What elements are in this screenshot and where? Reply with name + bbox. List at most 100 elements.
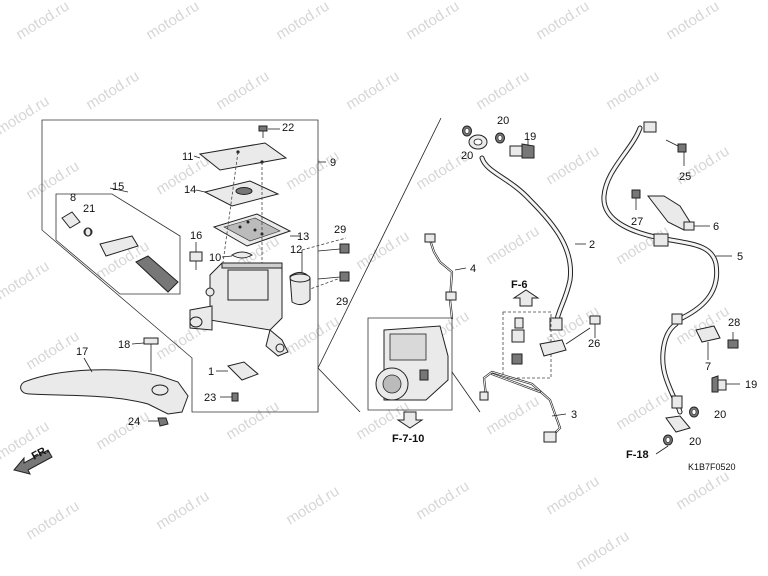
diaphragm-13 [212, 213, 300, 247]
callout-5: 5 [737, 251, 743, 263]
hose-fitting-12 [289, 250, 311, 306]
watermark: motod.ru [573, 528, 632, 574]
callout-7: 7 [705, 361, 711, 373]
watermark: motod.ru [93, 408, 152, 454]
callout-11: 11 [182, 151, 193, 163]
watermark: motod.ru [0, 258, 52, 304]
callout-13: 13 [297, 231, 309, 243]
callout-15: 15 [112, 181, 124, 193]
callout-1: 1 [208, 366, 214, 378]
washer-20-a [462, 125, 472, 137]
bolt-29-lower [317, 271, 350, 282]
callout-27: 27 [631, 216, 643, 228]
callout-20-c: 20 [714, 409, 726, 421]
callout-18: 18 [118, 339, 130, 351]
diaphragm-plate-14 [195, 180, 280, 207]
direction-label: FR. [30, 444, 51, 463]
watermark: motod.ru [483, 223, 542, 269]
callout-21: 21 [83, 203, 95, 215]
assembly-guide-lines [317, 117, 442, 413]
callout-23: 23 [204, 392, 216, 404]
watermark: motod.ru [283, 313, 342, 359]
reservoir-cap-11 [193, 142, 288, 171]
callout-10: 10 [209, 252, 221, 264]
watermark: motod.ru [543, 473, 602, 519]
watermark: motod.ru [273, 0, 332, 43]
watermark: motod.ru [413, 478, 472, 524]
watermark-layer: motod.ru motod.ru motod.ru motod.ru moto… [0, 0, 732, 573]
washer-20-d [663, 434, 673, 446]
clip-10 [221, 251, 253, 259]
callout-22: 22 [282, 122, 294, 134]
bolt-27 [631, 189, 641, 210]
watermark: motod.ru [153, 488, 212, 534]
ref-f710-label: F-7-10 [392, 433, 424, 445]
brake-hose-2 [468, 134, 586, 331]
ref-f6-label: F-6 [511, 279, 528, 291]
watermark: motod.ru [223, 398, 282, 444]
abs-modulator [367, 317, 481, 413]
master-cylinder-frame [41, 119, 326, 413]
ref-arrow-f18 [655, 445, 669, 455]
callout-17: 17 [76, 346, 88, 358]
callout-2: 2 [589, 239, 595, 251]
joint-7 [695, 325, 721, 360]
callout-16: 16 [190, 230, 202, 242]
brake-pipe-4 [424, 233, 467, 320]
callout-19-upper: 19 [524, 131, 536, 143]
watermark: motod.ru [13, 0, 72, 43]
callout-12: 12 [290, 244, 302, 256]
callout-20-b: 20 [497, 115, 509, 127]
watermark: motod.ru [543, 143, 602, 189]
callout-26: 26 [588, 338, 600, 350]
watermark: motod.ru [603, 68, 662, 114]
callout-6: 6 [713, 221, 719, 233]
callout-3: 3 [571, 409, 577, 421]
reference-labels: F-6 F-7-10 F-18 FR. K1B7F0520 [30, 279, 736, 472]
joint-box-f6 [502, 311, 591, 379]
callout-29-upper: 29 [334, 224, 346, 236]
master-cylinder-body [189, 262, 289, 357]
callout-4: 4 [470, 263, 476, 275]
bolt-29-upper [317, 243, 350, 254]
watermark: motod.ru [343, 68, 402, 114]
ref-arrow-f710 [396, 411, 424, 429]
watermark: motod.ru [613, 388, 672, 434]
bolt-25 [643, 121, 687, 166]
o-ring-21 [84, 227, 92, 237]
cap-screw-16 [189, 242, 203, 270]
pivot-bolt-18 [131, 337, 159, 372]
watermark: motod.ru [23, 328, 82, 374]
watermark: motod.ru [83, 68, 142, 114]
watermark: motod.ru [353, 228, 412, 274]
banjo-bolt-19-upper [509, 140, 535, 159]
callout-24: 24 [128, 416, 140, 428]
watermark: motod.ru [403, 0, 462, 43]
front-direction-arrow [13, 449, 53, 475]
callout-8: 8 [70, 192, 76, 204]
callout-19-lower: 19 [745, 379, 757, 391]
watermark: motod.ru [213, 68, 272, 114]
watermark: motod.ru [283, 483, 342, 529]
watermark: motod.ru [0, 93, 52, 139]
callout-20-d: 20 [689, 436, 701, 448]
watermark: motod.ru [473, 68, 532, 114]
brake-hose-5 [601, 125, 732, 433]
callout-28: 28 [728, 317, 740, 329]
watermark: motod.ru [483, 393, 542, 439]
watermark: motod.ru [533, 0, 592, 43]
watermark: motod.ru [663, 0, 722, 43]
brake-switch-1 [216, 361, 259, 381]
callout-29-lower: 29 [336, 296, 348, 308]
bolt-28 [727, 332, 739, 349]
ref-f18-label: F-18 [626, 449, 649, 461]
screw-23 [220, 392, 239, 402]
bolt-26 [589, 315, 601, 338]
ref-arrow-f6 [512, 289, 540, 307]
nut-24 [148, 417, 169, 427]
washer-20-b [495, 132, 505, 144]
banjo-bolt-19-lower [711, 375, 740, 393]
brake-lever-17 [20, 357, 189, 415]
washer-20-c [689, 406, 699, 418]
